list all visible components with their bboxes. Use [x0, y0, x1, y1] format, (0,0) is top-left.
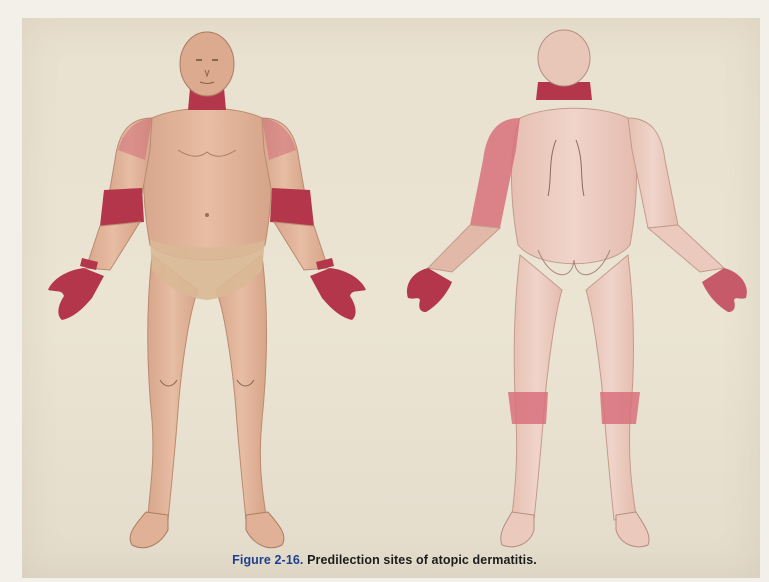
- figure-label: Figure 2-16.: [232, 553, 303, 567]
- figure-caption: Figure 2-16. Predilection sites of atopi…: [0, 553, 769, 567]
- back-figure: [407, 30, 747, 547]
- figure-caption-text: Predilection sites of atopic dermatitis.: [307, 553, 537, 567]
- front-figure: [48, 32, 366, 548]
